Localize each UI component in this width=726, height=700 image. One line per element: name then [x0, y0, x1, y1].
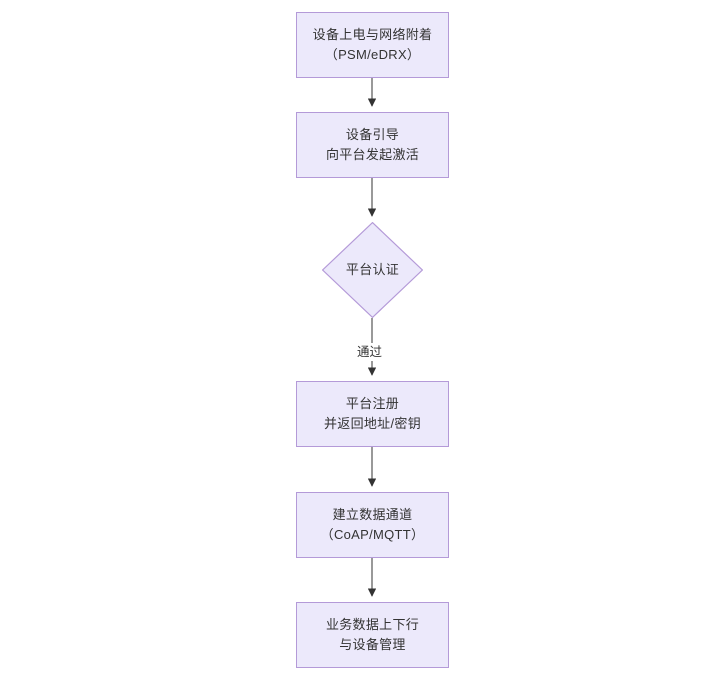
diamond-shape — [322, 222, 423, 318]
flow-node-line: 与设备管理 — [339, 637, 406, 652]
flow-node-device-power-on[interactable]: 设备上电与网络附着 （PSM/eDRX） — [296, 12, 449, 78]
flow-node-platform-auth-decision[interactable]: 平台认证 — [322, 222, 423, 318]
flow-node-line: （CoAP/MQTT） — [320, 527, 425, 542]
flow-node-line: 并返回地址/密钥 — [323, 416, 421, 431]
flow-node-line: （PSM/eDRX） — [324, 47, 421, 62]
flow-node-line: 建立数据通道 — [332, 507, 413, 522]
flow-node-line: 平台认证 — [345, 262, 400, 277]
flow-node-line: 设备引导 — [345, 127, 400, 142]
flow-node-business-data[interactable]: 业务数据上下行 与设备管理 — [296, 602, 449, 668]
flow-node-device-bootstrap[interactable]: 设备引导 向平台发起激活 — [296, 112, 449, 178]
flow-node-line: 向平台发起激活 — [325, 147, 420, 162]
flow-node-platform-registration[interactable]: 平台注册 并返回地址/密钥 — [296, 381, 449, 447]
flow-node-data-channel[interactable]: 建立数据通道 （CoAP/MQTT） — [296, 492, 449, 558]
flow-node-line: 平台注册 — [345, 396, 400, 411]
edge-label-pass: 通过 — [355, 343, 385, 361]
flow-node-line: 设备上电与网络附着 — [312, 27, 433, 42]
flow-node-line: 业务数据上下行 — [325, 617, 420, 632]
